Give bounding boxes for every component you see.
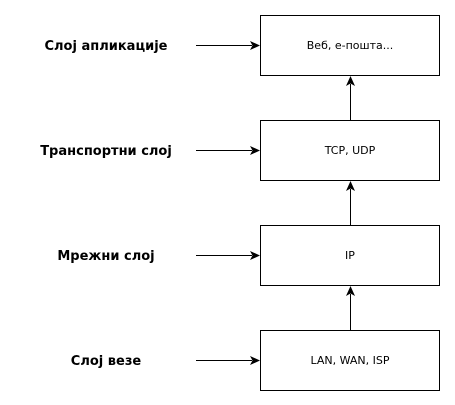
- layer-link: Слој везе LAN, WAN, ISP: [71, 330, 440, 391]
- layer-box-application: [260, 15, 440, 76]
- layer-label-network: Мрежни слој: [57, 249, 154, 264]
- layer-box-text-network: IP: [345, 249, 355, 262]
- layer-box-transport: [260, 120, 440, 181]
- layer-label-link: Слој везе: [71, 354, 142, 369]
- stack-arrowhead-link-to-network: [346, 286, 355, 296]
- layer-box-text-application: Веб, е-пошта...: [307, 39, 393, 52]
- stack-arrowhead-transport-to-application: [346, 76, 355, 86]
- layer-box-text-link: LAN, WAN, ISP: [310, 354, 389, 367]
- label-arrowhead-network: [250, 251, 260, 260]
- layer-box-network: [260, 225, 440, 286]
- label-arrowhead-transport: [250, 146, 260, 155]
- layer-box-text-transport: TCP, UDP: [324, 144, 376, 157]
- layer-network: Мрежни слој IP: [57, 225, 440, 286]
- stack-arrowhead-network-to-transport: [346, 181, 355, 191]
- layer-label-transport: Транспортни слој: [40, 144, 172, 159]
- layer-box-link: [260, 330, 440, 391]
- layer-transport: Транспортни слој TCP, UDP: [40, 120, 440, 181]
- label-arrowhead-application: [250, 41, 260, 50]
- layer-application: Слој апликације Веб, е-пошта...: [45, 15, 440, 76]
- label-arrowhead-link: [250, 356, 260, 365]
- layer-label-application: Слој апликације: [45, 39, 168, 54]
